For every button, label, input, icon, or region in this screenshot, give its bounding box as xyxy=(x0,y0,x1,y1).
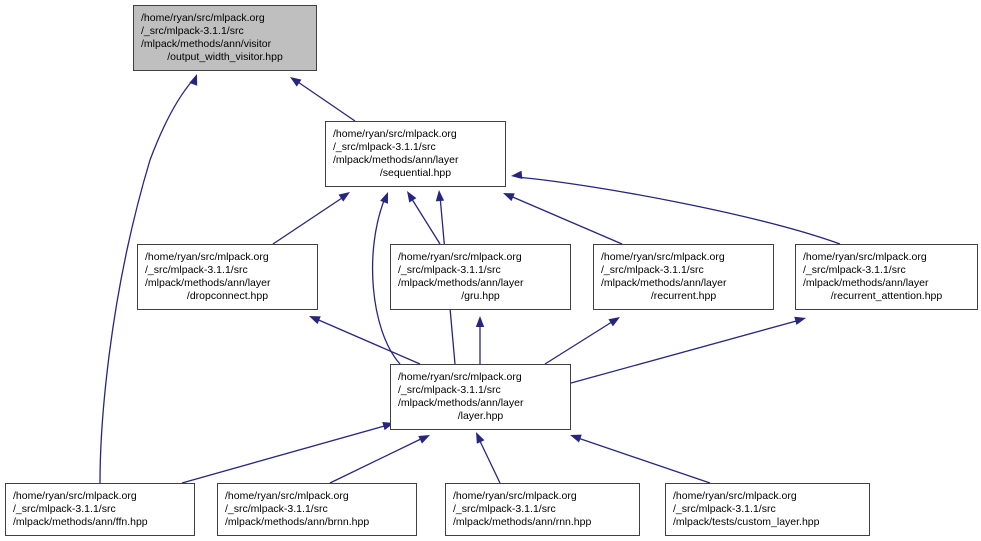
node-label-line: /_src/mlpack-3.1.1/src xyxy=(803,263,906,276)
edge-gru-to-sequential xyxy=(409,195,441,245)
edge-sequential-to-output_width_visitor xyxy=(294,79,356,122)
edge-layer-to-recurrent xyxy=(544,319,616,365)
node-label-line: /mlpack/methods/ann/ffn.hpp xyxy=(13,516,148,529)
edge-brnn-to-layer xyxy=(329,436,426,484)
arrowhead-layer-to-recurrent_attention xyxy=(794,316,806,325)
graph-node-layer[interactable]: /home/ryan/src/mlpack.org/_src/mlpack-3.… xyxy=(390,364,571,430)
node-label-line: /mlpack/methods/ann/layer xyxy=(803,277,929,289)
node-label-line: /mlpack/methods/ann/visitor xyxy=(141,38,272,50)
graph-node-custom_layer[interactable]: /home/ryan/src/mlpack.org/_src/mlpack-3.… xyxy=(665,483,870,536)
node-label-line: /_src/mlpack-3.1.1/src xyxy=(145,263,248,276)
arrowhead-layer-to-sequential xyxy=(380,192,388,204)
node-label-line: /layer.hpp xyxy=(457,410,504,423)
node-label-line: /_src/mlpack-3.1.1/src xyxy=(398,383,501,396)
node-label-line: /home/ryan/src/mlpack.org xyxy=(225,489,349,502)
node-label-line: /mlpack/methods/ann/layer xyxy=(145,277,271,289)
node-label-line: /mlpack/methods/ann/brnn.hpp xyxy=(225,516,370,529)
edge-layer-to-recurrent_attention xyxy=(570,319,801,384)
node-label-line: /home/ryan/src/mlpack.org xyxy=(141,11,265,24)
arrowhead-ffn-to-output_width_visitor xyxy=(189,74,198,86)
graph-node-gru[interactable]: /home/ryan/src/mlpack.org/_src/mlpack-3.… xyxy=(390,244,571,310)
edge-recurrent-to-sequential xyxy=(507,194,623,245)
node-label-line: /home/ryan/src/mlpack.org xyxy=(453,489,577,502)
arrowhead-rnn-to-layer xyxy=(476,432,485,444)
node-label-line: /_src/mlpack-3.1.1/src xyxy=(453,502,556,515)
graph-node-ffn[interactable]: /home/ryan/src/mlpack.org/_src/mlpack-3.… xyxy=(5,483,195,536)
node-label-line: /home/ryan/src/mlpack.org xyxy=(333,127,457,140)
graph-node-sequential[interactable]: /home/ryan/src/mlpack.org/_src/mlpack-3.… xyxy=(325,121,506,187)
node-label-line: /_src/mlpack-3.1.1/src xyxy=(333,140,436,153)
node-label-line: /mlpack/methods/ann/layer xyxy=(333,154,459,166)
edge-recurrent_attention-to-sequential xyxy=(516,176,841,245)
node-label-line: /sequential.hpp xyxy=(379,167,452,180)
graph-node-rnn[interactable]: /home/ryan/src/mlpack.org/_src/mlpack-3.… xyxy=(445,483,640,536)
node-label-line: /gru.hpp xyxy=(461,290,500,303)
arrowhead-recurrent_attention-to-sequential xyxy=(511,170,523,180)
node-label-line: /_src/mlpack-3.1.1/src xyxy=(13,502,116,515)
node-label-line: /recurrent_attention.hpp xyxy=(830,290,943,303)
node-label-line: /home/ryan/src/mlpack.org xyxy=(13,489,137,502)
arrowhead-layer-to-recurrent xyxy=(608,317,620,327)
graph-node-output_width_visitor[interactable]: /home/ryan/src/mlpack.org/_src/mlpack-3.… xyxy=(133,5,317,71)
node-label-line: /_src/mlpack-3.1.1/src xyxy=(225,502,328,515)
node-label-line: /_src/mlpack-3.1.1/src xyxy=(398,263,501,276)
node-label-line: /_src/mlpack-3.1.1/src xyxy=(141,24,244,37)
arrowhead-sequential-to-output_width_visitor xyxy=(290,77,302,87)
node-label-line: /mlpack/methods/ann/layer xyxy=(398,397,524,409)
node-label-line: /mlpack/tests/custom_layer.hpp xyxy=(673,516,820,529)
node-label-line: /home/ryan/src/mlpack.org xyxy=(145,250,269,263)
graph-node-recurrent_attention[interactable]: /home/ryan/src/mlpack.org/_src/mlpack-3.… xyxy=(795,244,978,310)
node-label-line: /_src/mlpack-3.1.1/src xyxy=(673,502,776,515)
node-label-line: /dropconnect.hpp xyxy=(186,290,269,303)
node-label-line: /_src/mlpack-3.1.1/src xyxy=(601,263,704,276)
arrowhead-dropconnect-to-sequential xyxy=(338,192,350,202)
node-label-line: /output_width_visitor.hpp xyxy=(167,51,283,64)
node-label-line: /home/ryan/src/mlpack.org xyxy=(673,489,797,502)
node-label-line: /home/ryan/src/mlpack.org xyxy=(601,250,725,263)
arrowhead-layer-to-gru xyxy=(475,316,485,327)
node-label-line: /mlpack/methods/ann/rnn.hpp xyxy=(453,516,592,529)
edge-layer-to-dropconnect xyxy=(313,317,421,365)
graph-node-dropconnect[interactable]: /home/ryan/src/mlpack.org/_src/mlpack-3.… xyxy=(137,244,318,310)
edge-custom_layer-to-layer xyxy=(574,436,711,484)
node-label-line: /home/ryan/src/mlpack.org xyxy=(398,250,522,263)
edge-dropconnect-to-sequential xyxy=(272,195,346,245)
arrowhead-recurrent-to-sequential xyxy=(503,193,515,202)
node-label-line: /home/ryan/src/mlpack.org xyxy=(398,370,522,383)
arrowhead-layer-to-sequential xyxy=(435,190,445,202)
edge-rnn-to-layer xyxy=(477,436,501,484)
arrowhead-custom_layer-to-layer xyxy=(570,434,582,443)
node-label-line: /mlpack/methods/ann/layer xyxy=(398,277,524,289)
graph-node-brnn[interactable]: /home/ryan/src/mlpack.org/_src/mlpack-3.… xyxy=(217,483,417,536)
graph-node-recurrent[interactable]: /home/ryan/src/mlpack.org/_src/mlpack-3.… xyxy=(593,244,774,310)
edge-ffn-to-layer xyxy=(181,424,389,484)
node-label-line: /recurrent.hpp xyxy=(650,290,717,303)
arrowhead-brnn-to-layer xyxy=(418,435,430,444)
arrowhead-gru-to-sequential xyxy=(407,191,417,203)
node-label-line: /home/ryan/src/mlpack.org xyxy=(803,250,927,263)
node-label-line: /mlpack/methods/ann/layer xyxy=(601,277,727,289)
arrowhead-layer-to-dropconnect xyxy=(309,316,321,325)
